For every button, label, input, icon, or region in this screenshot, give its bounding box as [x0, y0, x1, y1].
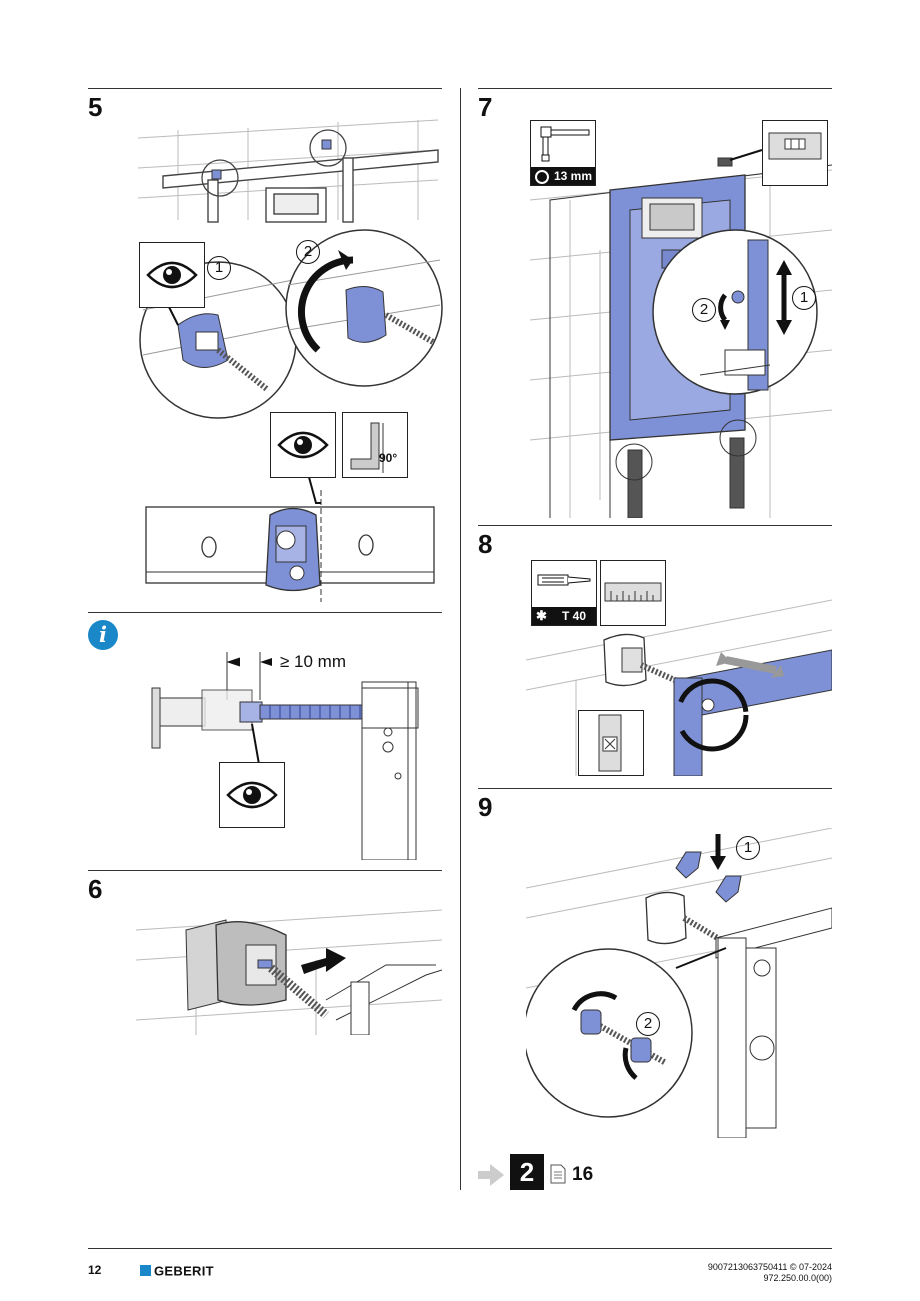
inspect-box-3	[219, 762, 285, 828]
callout-2-step5: 2	[296, 240, 320, 264]
ruler-icon	[604, 582, 662, 602]
rule-after-info	[88, 870, 442, 871]
screw-detail-icon	[598, 714, 622, 772]
socket-wrench-icon	[540, 126, 590, 162]
step-number-5: 5	[88, 92, 103, 122]
square-angle-icon	[350, 422, 384, 473]
footer-rule	[88, 1248, 832, 1249]
inspect-box-1	[139, 242, 205, 308]
doc-code-1: 9007213063750411 © 07-2024	[707, 1262, 832, 1272]
screwdriver-icon	[537, 574, 591, 586]
angle-check-box: 90°	[342, 412, 408, 478]
callout-2-step7: 2	[692, 298, 716, 322]
detail-box-step8	[578, 710, 644, 776]
callout-1-step7: 1	[792, 286, 816, 310]
ruler-box	[600, 560, 666, 626]
torx-icon: ✱	[536, 608, 547, 623]
step6-illustration	[136, 909, 442, 1035]
info-icon: i	[88, 620, 118, 650]
step-number-9: 9	[478, 792, 493, 822]
column-divider	[460, 88, 461, 1190]
rule-after-step7	[478, 525, 832, 526]
top-rule-right	[478, 88, 832, 89]
step7-illustration	[530, 149, 832, 518]
angle-label: 90°	[379, 451, 398, 465]
step9-illustration	[526, 828, 832, 1138]
arrow-right-icon	[478, 1164, 504, 1186]
page-number: 12	[88, 1263, 102, 1277]
info-illustration	[151, 652, 419, 860]
eye-icon	[277, 431, 329, 459]
step-number-8: 8	[478, 529, 493, 559]
wrench-tool-box: 13 mm	[530, 120, 596, 186]
rule-after-step5	[88, 612, 442, 613]
top-rule-left	[88, 88, 442, 89]
spirit-level-icon	[768, 132, 822, 160]
callout-1-step5: 1	[207, 256, 231, 280]
next-page-ref: 16	[572, 1164, 594, 1185]
step5-illustration	[137, 119, 443, 602]
screwdriver-tool-box: ✱ T 40	[531, 560, 597, 626]
eye-icon	[146, 261, 198, 289]
next-step-badge: 2	[510, 1154, 544, 1190]
hex-icon	[535, 170, 549, 184]
brand-logo: GEBERIT	[140, 1262, 214, 1278]
wrench-size-bar: 13 mm	[531, 167, 595, 185]
rule-after-step8	[478, 788, 832, 789]
distance-label: ≥ 10 mm	[280, 652, 347, 671]
document-icon	[550, 1164, 566, 1184]
step-number-6: 6	[88, 874, 103, 904]
inspect-box-2	[270, 412, 336, 478]
step-number-7: 7	[478, 92, 493, 122]
tool-size-bar: ✱ T 40	[532, 607, 596, 625]
step8-illustration	[526, 599, 832, 776]
callout-1-step9: 1	[736, 836, 760, 860]
spirit-level-box	[762, 120, 828, 186]
eye-icon	[226, 781, 278, 809]
doc-code-2: 972.250.00.0(00)	[763, 1273, 832, 1283]
brand-square	[140, 1265, 151, 1277]
callout-2-step9: 2	[636, 1012, 660, 1036]
